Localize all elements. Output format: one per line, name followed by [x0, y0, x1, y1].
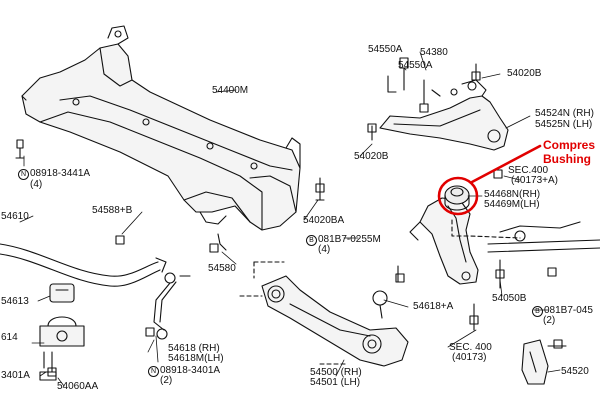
compression-bushing [444, 185, 470, 211]
label-54613: 54613 [1, 296, 29, 307]
highlight-markers [437, 144, 542, 216]
label-08918-3401a-qty: (2) [160, 375, 173, 386]
label-54610: 54610 [1, 211, 29, 222]
label-54501-lh: 54501 (LH) [310, 377, 361, 388]
label-sec400-lower-ref: (40173) [452, 352, 487, 363]
steering-knuckle [409, 197, 479, 285]
label-54469m: 54469M(LH) [484, 199, 540, 210]
stabilizer-bar [0, 243, 167, 287]
stabilizer-bushings [39, 283, 85, 381]
label-54020ba: 54020BA [303, 215, 345, 226]
label-54060aa: 54060AA [57, 381, 99, 392]
label-sec400-upper-ref: (40173+A) [511, 175, 558, 186]
bolt-08918-3401a: 08918-3401A [160, 365, 221, 376]
label-081b7-0255m-qty: (4) [318, 244, 331, 255]
fasteners [15, 57, 567, 377]
stabilizer-link [153, 272, 191, 340]
b-badge-right: B [532, 306, 543, 317]
label-54588b: 54588+B [92, 205, 133, 216]
highlight-circle [437, 176, 479, 216]
label-54400m: 54400M [212, 85, 249, 96]
label-08918-3441a-qty: (4) [30, 179, 43, 190]
sec400-leader [451, 219, 521, 239]
lower-right-bracket [521, 339, 549, 385]
label-54550a-top: 54550A [368, 44, 403, 55]
label-54614: 614 [1, 332, 18, 343]
label-sec400-upper: SEC.400 [508, 165, 549, 176]
bolt-081b7-045: 081B7-045 [544, 305, 593, 316]
n-badge-lower: N [148, 366, 159, 377]
label-54500-rh: 54500 (RH) [310, 367, 362, 378]
bolt-08918-3441a: 08918-3441A [30, 168, 91, 179]
bolt-081b7-0255m: 081B7-0255M [318, 234, 381, 245]
label-54618-rh: 54618 (RH) [168, 343, 220, 354]
callout-line-1: Compres [543, 138, 596, 152]
label-sec400-lower: SEC. 400 [449, 342, 492, 353]
front-crossmember [21, 25, 301, 231]
label-54020b-left: 54020B [354, 151, 389, 162]
label-54618m-lh: 54618M(LH) [168, 353, 224, 364]
upper-arm [379, 79, 509, 151]
callout-compression-bushing: Compres Bushing [543, 138, 595, 166]
label-54050b: 54050B [492, 293, 527, 304]
label-54550a-mid: 54550A [398, 60, 433, 71]
callout-line-2: Bushing [543, 152, 591, 166]
b-badge: B [306, 235, 317, 246]
label-54618a: 54618+A [413, 301, 454, 312]
tension-rod [487, 221, 600, 253]
label-3401a: 3401A [1, 370, 30, 381]
callout-arrow [470, 144, 542, 184]
lower-link-arm [261, 275, 409, 367]
label-54525n: 54525N (LH) [535, 119, 593, 130]
leader-lines [19, 51, 561, 387]
label-54380: 54380 [420, 47, 448, 58]
label-54020b-top: 54020B [507, 68, 542, 79]
label-54520: 54520 [561, 366, 589, 377]
n-badge: N [18, 169, 29, 180]
label-081b7-045-qty: (2) [543, 315, 556, 326]
label-54468n: 54468N(RH) [484, 189, 541, 200]
label-54524n: 54524N (RH) [535, 108, 594, 119]
label-54580: 54580 [208, 263, 236, 274]
